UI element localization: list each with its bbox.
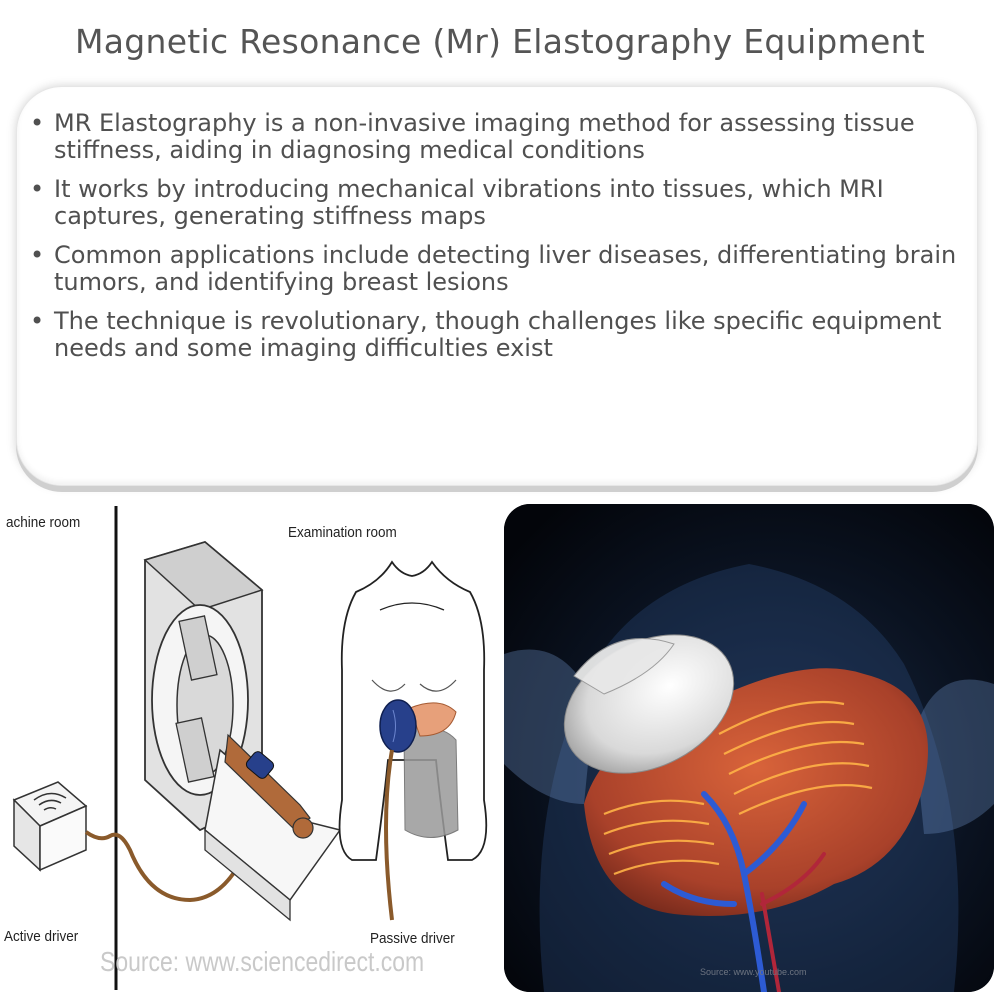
- bullet-item: • MR Elastography is a non-invasive imagi…: [30, 110, 960, 164]
- bullet-list: • MR Elastography is a non-invasive imagi…: [30, 110, 960, 374]
- summary-card: [16, 86, 978, 486]
- bullet-item: • Common applications include detecting l…: [30, 242, 960, 296]
- bullet-item: • It works by introducing mechanical vibr…: [30, 176, 960, 230]
- shear-waves: [603, 700, 873, 876]
- active-driver-label: Active driver: [4, 928, 79, 945]
- bullet-text: MR Elastography is a non-invasive imagin…: [54, 109, 915, 164]
- page-title: Magnetic Resonance (Mr) Elastography Equ…: [74, 22, 926, 61]
- mre-setup-diagram: achine room Examination room Active driv…: [0, 500, 500, 995]
- bullet-text: It works by introducing mechanical vibra…: [54, 175, 884, 230]
- machine-room-label: achine room: [6, 514, 81, 531]
- bullet-icon: •: [30, 241, 45, 269]
- passive-driver-label: Passive driver: [370, 930, 455, 947]
- patient-figure: [224, 733, 314, 839]
- bullet-icon: •: [30, 307, 45, 335]
- blood-vessels: [661, 791, 807, 992]
- mri-scanner: [143, 540, 342, 922]
- torso-outline: [338, 560, 488, 921]
- active-driver-box: [12, 781, 88, 872]
- bullet-text: Common applications include detecting li…: [54, 241, 957, 296]
- mre-diagram-svg: [12, 506, 488, 990]
- source-caption-right: Source: www.youtube.com: [700, 967, 807, 977]
- bullet-item: • The technique is revolutionary, though …: [30, 308, 960, 362]
- bullet-icon: •: [30, 175, 45, 203]
- source-caption-left: Source: www.sciencedirect.com: [100, 946, 425, 977]
- liver-render-svg: [504, 504, 994, 992]
- passive-driver-tube: [384, 749, 394, 921]
- bullet-text: The technique is revolutionary, though c…: [54, 307, 942, 362]
- examination-room-label: Examination room: [288, 524, 397, 541]
- pressure-tube: [84, 799, 264, 903]
- passive-driver-pad: [379, 699, 417, 753]
- bullet-icon: •: [30, 109, 45, 137]
- liver-render-image: Source: www.youtube.com: [504, 504, 994, 992]
